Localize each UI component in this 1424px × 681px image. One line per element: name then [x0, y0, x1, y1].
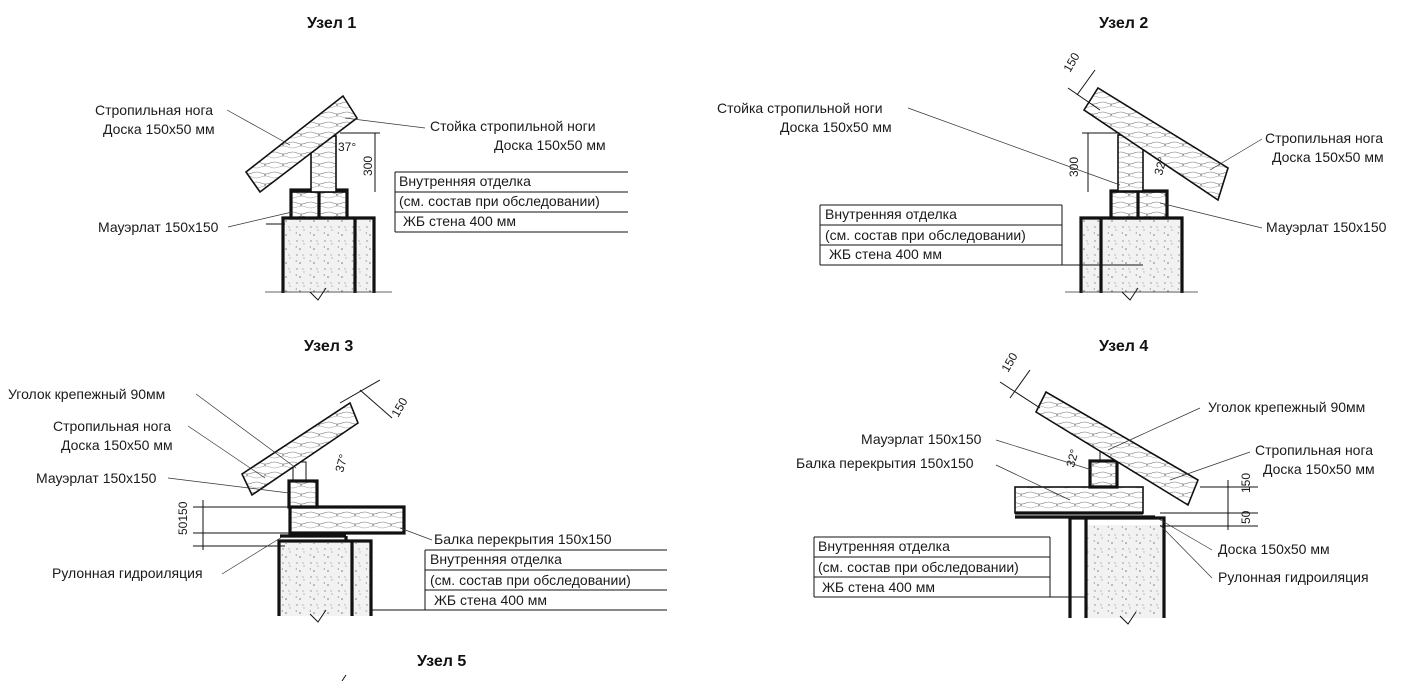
- node-4-rafter-label-1: Стропильная нога: [1255, 442, 1373, 458]
- node-2: Узел 2 150 300 32° Стойка стропильной но…: [717, 15, 1387, 301]
- node-4-dim-150: 150: [1239, 473, 1253, 493]
- node-4-title: Узел 4: [1099, 338, 1148, 355]
- node-2-title: Узел 2: [1099, 15, 1148, 32]
- node-4-corner-label: Уголок крепежный 90мм: [1208, 399, 1365, 415]
- node-2-post-label-2: Доска 150x50 мм: [780, 119, 892, 135]
- node-2-post-label-1: Стойка стропильной ноги: [717, 100, 883, 116]
- node-1-wall-label: ЖБ стена 400 мм: [403, 213, 516, 229]
- node-4-mauerlat-label: Мауэрлат 150x150: [861, 431, 982, 447]
- node-3-wall-label: ЖБ стена 400 мм: [434, 592, 547, 608]
- node-3-finish-1: Внутренняя отделка: [430, 551, 562, 567]
- node-2-angle: 32°: [1151, 155, 1169, 176]
- node-4-board-label: Доска 150x50 мм: [1218, 541, 1330, 557]
- node-1-post: [310, 135, 337, 193]
- node-4-beam-label: Балка перекрытия 150x150: [796, 455, 974, 471]
- node-2-mauerlat-label: Мауэрлат 150x150: [1266, 219, 1387, 235]
- node-2-finish-2: (см. состав при обследовании): [825, 227, 1026, 243]
- node-4-finish-2: (см. состав при обследовании): [818, 559, 1019, 575]
- node-4-wall-label: ЖБ стена 400 мм: [822, 579, 935, 595]
- node-2-rafter-label-2: Доска 150x50 мм: [1272, 149, 1384, 165]
- node-1-rafter: [244, 94, 359, 194]
- node-2-dim-150: 150: [1060, 50, 1082, 75]
- node-3-rafter-label-1: Стропильная нога: [53, 418, 171, 434]
- node-3-dim-50150: 50150: [176, 501, 190, 535]
- node-1-angle: 37°: [338, 140, 356, 154]
- node-3-angle: 37°: [332, 452, 350, 473]
- node-3-beam-label: Балка перекрытия 150x150: [434, 531, 612, 547]
- node-1-rafter-label-1: Стропильная нога: [95, 102, 213, 118]
- node-1-post-label-2: Доска 150x50 мм: [494, 137, 606, 153]
- node-4-finish-1: Внутренняя отделка: [818, 538, 950, 554]
- node-4-dim-150-top: 150: [998, 350, 1020, 375]
- node-3-title: Узел 3: [304, 338, 353, 355]
- node-4-beam: [1014, 486, 1144, 514]
- node-4-waterproof-label: Рулонная гидроиляция: [1218, 569, 1369, 585]
- node-1-dim-300: 300: [361, 156, 375, 176]
- node-3-dim-150: 150: [388, 395, 410, 420]
- node-2-rafter: [1082, 86, 1229, 202]
- node-3-corner-label: Уголок крепежный 90мм: [8, 386, 165, 402]
- node-2-finish-1: Внутренняя отделка: [825, 206, 957, 222]
- node-4-rafter: [1034, 390, 1199, 507]
- node-5-title: Узел 5: [417, 653, 466, 670]
- node-3-finish-2: (см. состав при обследовании): [430, 572, 631, 588]
- node-2-wall-label: ЖБ стена 400 мм: [829, 246, 942, 262]
- node-3-beam: [289, 506, 405, 534]
- node-4: Узел 4 150 32° 150 50 Уголок крепеж: [796, 338, 1375, 625]
- node-1: Узел 1 300 37° Стропильная нога Доска 15…: [95, 15, 628, 301]
- node-1-mauerlat-label: Мауэрлат 150x150: [98, 219, 219, 235]
- node-2-dim-300: 300: [1067, 157, 1081, 177]
- node-1-finish-1: Внутренняя отделка: [399, 173, 531, 189]
- node-1-title: Узел 1: [307, 15, 356, 32]
- node-1-finish-2: (см. состав при обследовании): [399, 193, 600, 209]
- node-3-waterproof-label: Рулонная гидроиляция: [52, 565, 203, 581]
- node-5: Узел 5: [341, 653, 466, 681]
- node-4-wall: [1086, 525, 1164, 618]
- node-3-mauerlat-label: Мауэрлат 150x150: [36, 470, 157, 486]
- node-1-post-label-1: Стойка стропильной ноги: [430, 118, 596, 134]
- node-4-mauerlat: [1089, 460, 1118, 488]
- node-3: Узел 3 150 37° 50150 Уголок крепежный 90…: [8, 338, 667, 623]
- node-4-angle: 32°: [1063, 447, 1081, 468]
- node-3-mauerlat: [288, 480, 318, 508]
- node-2-rafter-label-1: Стропильная нога: [1265, 130, 1383, 146]
- node-3-rafter-label-2: Доска 150x50 мм: [61, 437, 173, 453]
- node-1-rafter-label-2: Доска 150x50 мм: [103, 121, 215, 137]
- node-4-rafter-label-2: Доска 150x50 мм: [1263, 461, 1375, 477]
- node-2-wall: [1081, 218, 1181, 293]
- node-1-wall: [283, 218, 371, 293]
- node-3-wall: [279, 543, 371, 616]
- node-4-dim-50: 50: [1239, 510, 1253, 524]
